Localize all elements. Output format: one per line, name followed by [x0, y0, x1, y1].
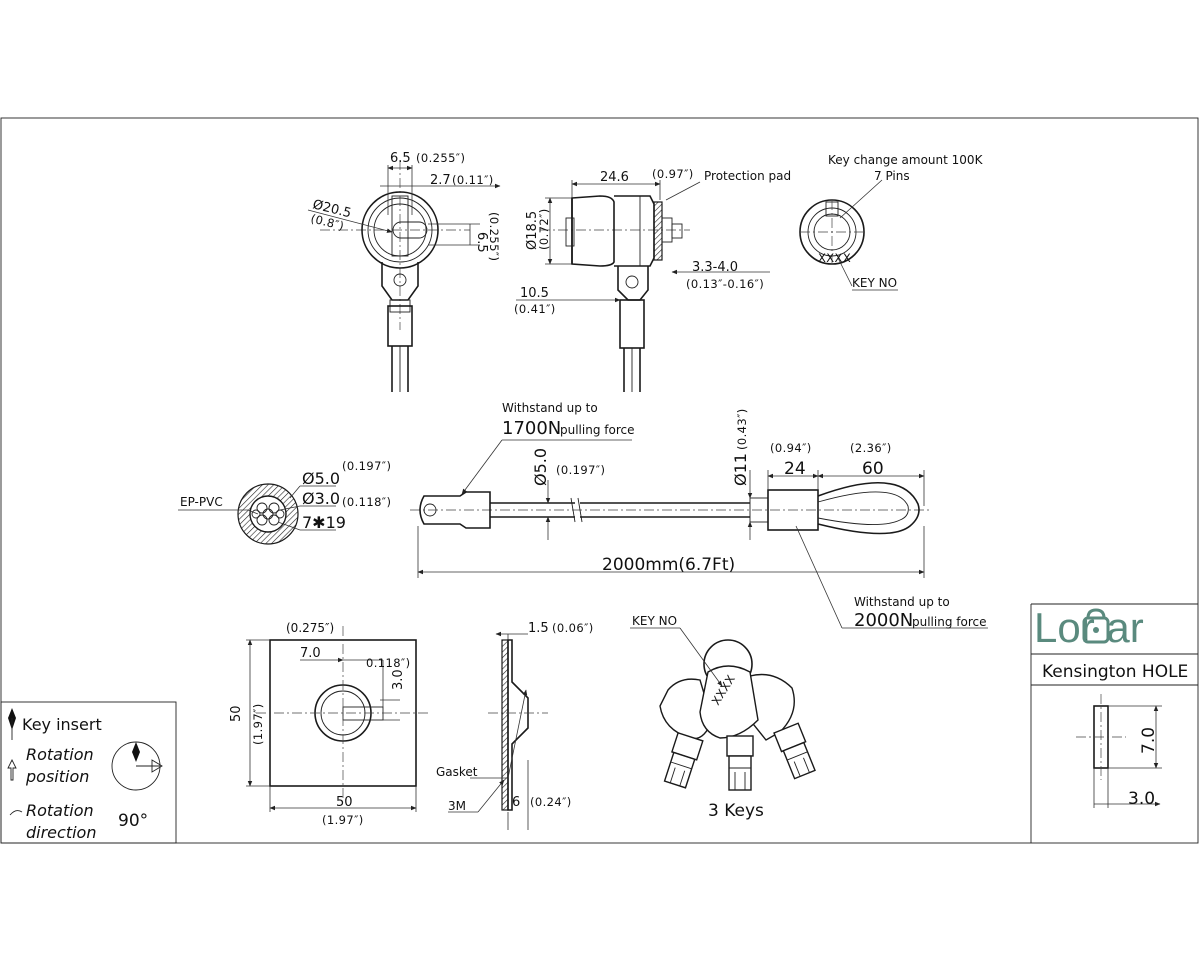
pulling-force-1: pulling force	[560, 423, 634, 437]
side-diameter: Ø18.5	[525, 211, 540, 250]
cable-outer-dia: Ø5.0	[302, 469, 340, 488]
cable-outer-dia-in: (0.197″)	[342, 459, 391, 473]
front-slot-height: 6.5	[474, 232, 489, 253]
side-view	[516, 180, 770, 392]
front-top-width-in: (0.255″)	[416, 151, 465, 165]
force-1700n: 1700N	[502, 418, 561, 439]
profile-depth-in: (0.24″)	[530, 795, 572, 809]
pin-count: 7 Pins	[874, 169, 910, 183]
legend-box	[0, 701, 177, 844]
keyway-mark: XXXX	[818, 251, 851, 265]
loop-length: 60	[862, 459, 884, 479]
withstand-label-1: Withstand up to	[502, 401, 598, 415]
head-dia-in: (0.43″)	[735, 408, 749, 450]
gasket-label: Gasket	[436, 765, 478, 779]
front-slot-height-in: (0.255″)	[487, 212, 501, 261]
title-block	[1030, 603, 1198, 843]
rotation-direction-icon	[9, 810, 23, 816]
force-2000n: 2000N	[854, 610, 913, 631]
legend-angle: 90°	[118, 811, 148, 831]
cable-strands: 7✱19	[302, 513, 346, 532]
front-slot-width-in: (0.11″)	[452, 173, 494, 187]
plate-width: 50	[336, 795, 353, 810]
plate-top-in: (0.275″)	[286, 621, 334, 635]
keyway-view	[799, 179, 898, 291]
legend-rotation-direction-2: direction	[26, 823, 96, 842]
profile-thickness: 1.5	[528, 621, 549, 636]
hole-width: 3.0	[1128, 789, 1155, 809]
hole-height: 7.0	[1139, 727, 1159, 754]
lock-logo-icon	[1082, 608, 1110, 644]
plate-height: 50	[229, 705, 244, 722]
plate-view	[246, 626, 430, 812]
sheet-border	[0, 117, 1199, 844]
side-length-in: (0.97″)	[652, 167, 694, 181]
side-gap-in: (0.13″-0.16″)	[686, 277, 764, 291]
front-view	[307, 160, 501, 392]
legend-rotation-position-1: Rotation	[26, 745, 94, 764]
profile-thickness-in: (0.06″)	[552, 621, 594, 635]
legend-key-insert: Key insert	[22, 715, 102, 734]
front-top-width: 6.5	[390, 151, 411, 166]
plate-profile	[448, 631, 548, 830]
side-length: 24.6	[600, 170, 629, 185]
side-lower: 10.5	[520, 286, 549, 301]
keyway-keyno: KEY NO	[852, 276, 897, 290]
tape-label: 3M	[448, 799, 466, 813]
pulling-force-2: pulling force	[912, 615, 986, 629]
front-slot-width: 2.7	[430, 173, 451, 188]
keys-caption: 3 Keys	[708, 801, 764, 821]
side-diameter-in: (0.72″)	[537, 208, 551, 250]
loop-length-in: (2.36″)	[850, 441, 892, 455]
cable-inner-dia-in: (0.118″)	[342, 495, 391, 509]
plate-slot-height: 3.0	[391, 669, 406, 690]
rotation-position-icon	[7, 758, 17, 781]
plate-slot-width-in: 0.118″)	[366, 656, 411, 670]
sleeve-length: 24	[784, 459, 806, 479]
side-lower-in: (0.41″)	[514, 302, 556, 316]
profile-depth: 6	[512, 795, 520, 810]
side-gap: 3.3-4.0	[692, 260, 738, 275]
plate-slot-width: 7.0	[300, 646, 321, 661]
legend-rotation-direction-1: Rotation	[26, 801, 94, 820]
product-name: Kensington HOLE	[1042, 662, 1188, 682]
brand-logo-mid: ad	[1086, 639, 1088, 641]
withstand-label-2: Withstand up to	[854, 595, 950, 609]
keys-illustration	[630, 627, 816, 791]
cable-section	[178, 483, 336, 545]
cable-total-length: 2000mm(6.7Ft)	[602, 555, 735, 575]
legend-rotation-position-2: position	[25, 767, 89, 786]
key-change-amount: Key change amount 100K	[828, 153, 984, 167]
plate-width-in: (1.97″)	[322, 813, 364, 827]
keys-keyno: KEY NO	[632, 614, 677, 628]
cable-jacket-label: EP-PVC	[180, 495, 223, 509]
cable-main-dia: Ø5.0	[531, 448, 550, 486]
brand-logo-text: Lor ar	[1034, 604, 1144, 651]
cable-main-dia-in: (0.197″)	[556, 463, 605, 477]
cable-inner-dia: Ø3.0	[302, 489, 340, 508]
plate-height-in: (1.97″)	[251, 703, 265, 745]
head-dia: Ø11	[731, 453, 750, 486]
sleeve-length-in: (0.94″)	[770, 441, 812, 455]
cable-main-view	[410, 439, 988, 629]
protection-pad-label: Protection pad	[704, 169, 791, 183]
